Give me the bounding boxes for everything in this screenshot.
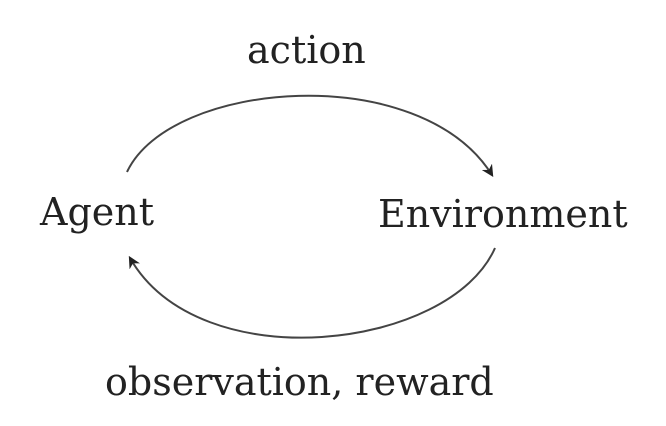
environment-node: Environment [378, 192, 628, 236]
observation-reward-label: observation, reward [105, 360, 494, 404]
observation-arrow [128, 247, 496, 339]
action-label: action [247, 28, 366, 72]
agent-node: Agent [40, 190, 154, 234]
action-arrow [126, 94, 494, 178]
